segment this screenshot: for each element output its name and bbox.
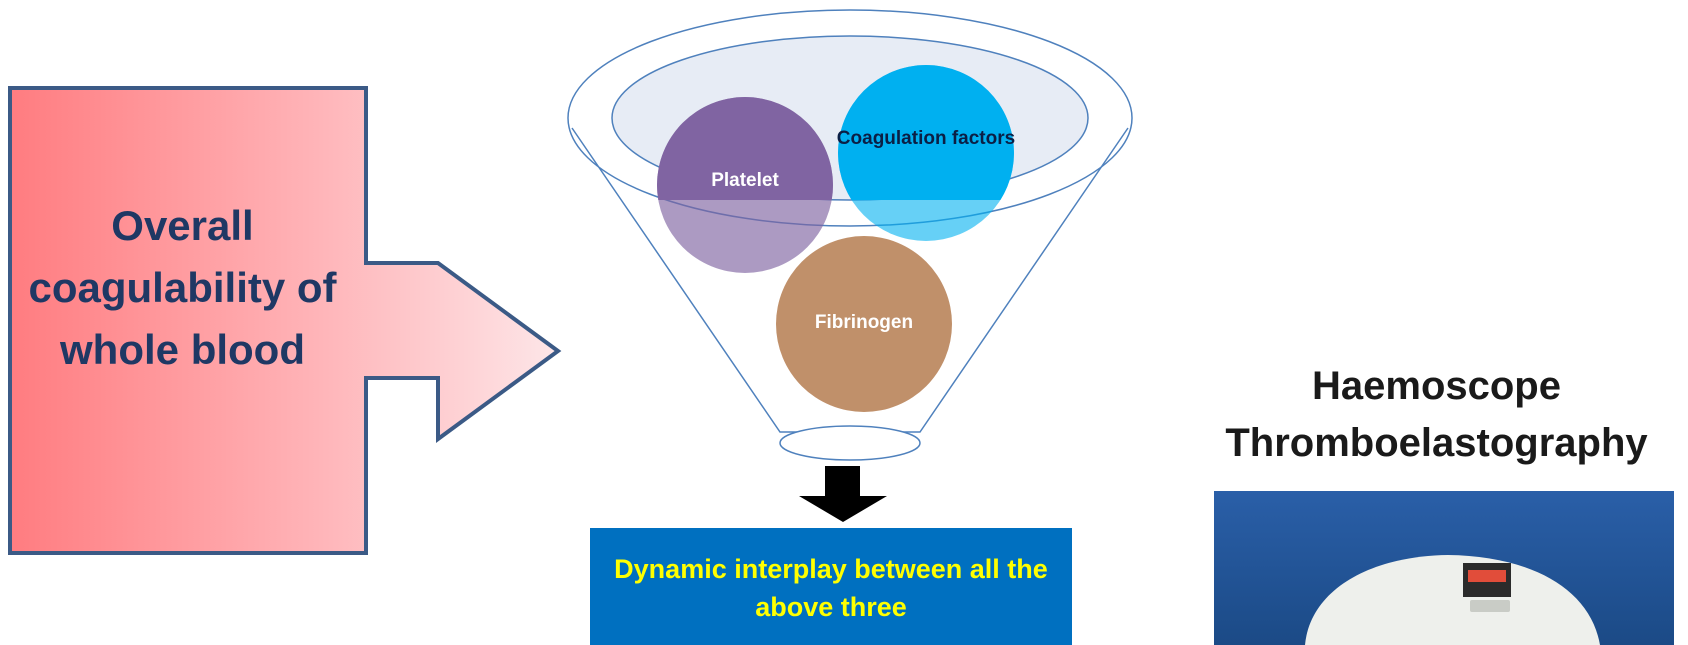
result-label: Dynamic interplay between all the above …: [614, 554, 1048, 622]
circle-coag-top: [838, 65, 1014, 200]
coagulation-factors-label: Coagulation factors: [836, 128, 1016, 149]
device-title: Haemoscope Thromboelastography: [1225, 364, 1648, 465]
funnel-outer-rim: [567, 9, 1133, 227]
fibrinogen-label: Fibrinogen: [814, 312, 914, 333]
circle-platelet-top: [657, 97, 833, 200]
result-box: [590, 528, 1072, 645]
device-photo: [1214, 491, 1674, 645]
down-arrow-icon: [799, 466, 887, 522]
arrow-label: Overall coagulability of whole blood: [28, 202, 337, 373]
funnel-bottom-rim: [779, 425, 921, 461]
platelet-label: Platelet: [711, 170, 779, 191]
block-arrow: [8, 86, 562, 555]
circle-fibrinogen: [776, 236, 952, 412]
